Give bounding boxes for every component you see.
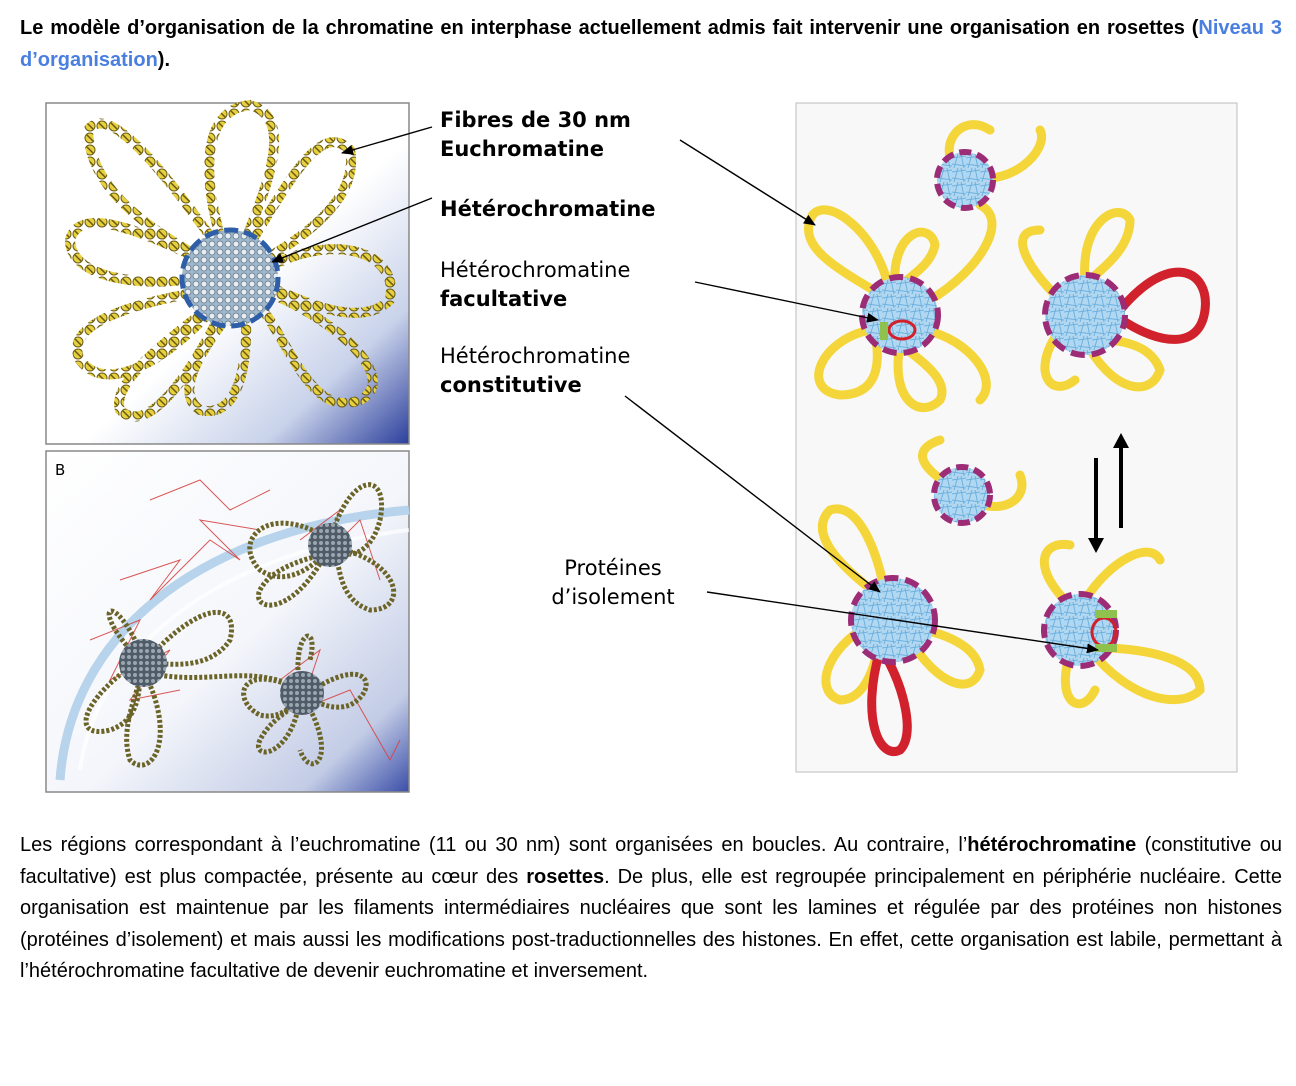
heterochromatin-core-a <box>179 227 281 329</box>
label-facultative: Hétérochromatine facultative <box>440 256 630 314</box>
label-constitutive-line2: constitutive <box>440 373 582 397</box>
insulator-protein <box>880 322 888 340</box>
rosette-core-1 <box>934 149 996 211</box>
rosette-core-4 <box>931 464 993 526</box>
label-facultative-line2: facultative <box>440 287 568 311</box>
rosette-core-3 <box>1042 272 1128 358</box>
level-highlight: Niveau 3 d’organisation <box>20 17 1282 71</box>
rosette-core-2 <box>859 274 941 356</box>
label-fibres: Fibres de 30 nm Euchromatine <box>440 106 631 164</box>
body-bold-rosettes: rosettes <box>526 865 605 888</box>
rosette-core-6 <box>1041 591 1119 669</box>
panel-right <box>795 102 1238 773</box>
label-proteines-line1: Protéines <box>564 556 662 580</box>
body-text-1: Les régions correspondant à l’euchromati… <box>20 834 968 856</box>
label-fibres-line2: Euchromatine <box>440 137 604 161</box>
nuclear-lamina <box>55 505 410 781</box>
intro-text: Le modèle d’organisation de la chromatin… <box>20 17 1185 39</box>
core-b1 <box>308 523 352 567</box>
leader-lines <box>271 126 1099 654</box>
panel-b-label: B <box>55 461 66 479</box>
body-paragraph: Les régions correspondant à l’euchromati… <box>20 830 1282 988</box>
label-constitutive: Hétérochromatine constitutive <box>440 342 630 400</box>
insulator-protein <box>1095 644 1117 652</box>
equilibrium-arrows <box>1088 433 1129 553</box>
label-facultative-line1: Hétérochromatine <box>440 258 631 282</box>
intro-paragraph: Le modèle d’organisation de la chromatin… <box>20 12 1282 76</box>
core-b3 <box>280 671 324 715</box>
body-text-2: (constitutive ou facultative) est plus c… <box>20 834 1282 888</box>
label-proteines-line2: d’isolement <box>551 585 675 609</box>
panel-a <box>45 99 410 445</box>
core-b2 <box>119 639 167 687</box>
label-constitutive-line1: Hétérochromatine <box>440 344 631 368</box>
body-bold-heterochromatine: hétérochromatine <box>967 834 1137 856</box>
body-text-3: . De plus, elle est regroupée principale… <box>20 865 1282 983</box>
facultative-loops <box>867 267 1210 756</box>
intro-paren-close: ). <box>157 49 171 71</box>
panel-b <box>45 450 410 793</box>
insulator-protein <box>1095 610 1117 618</box>
label-proteines: Protéines d’isolement <box>540 554 686 612</box>
intro-paren-open: ( <box>1184 17 1199 39</box>
label-heterochromatine: Hétérochromatine <box>440 197 656 221</box>
rosette-figure <box>45 99 1238 793</box>
label-fibres-line1: Fibres de 30 nm <box>440 108 631 132</box>
